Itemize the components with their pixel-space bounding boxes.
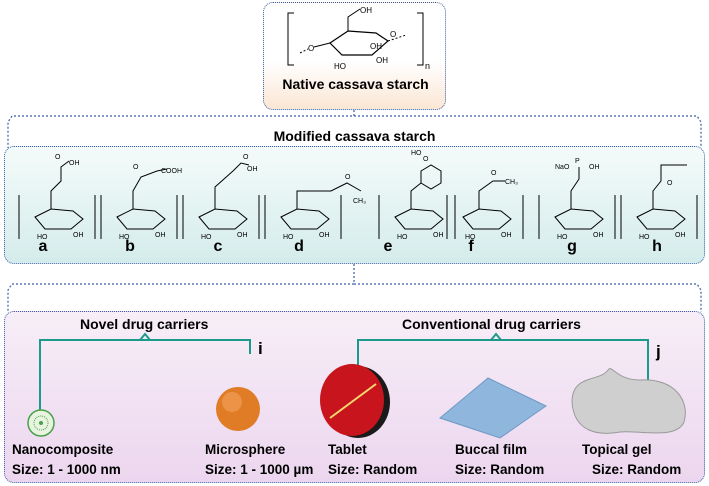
microsphere-image: [216, 387, 260, 431]
tablet-image: [320, 364, 390, 438]
svg-text:HO: HO: [119, 234, 130, 241]
nanocomposite-name: Nanocomposite: [12, 442, 114, 457]
ho-label: HO: [334, 62, 346, 71]
svg-text:OH: OH: [69, 160, 80, 167]
svg-text:O: O: [243, 154, 249, 161]
svg-text:HO: HO: [397, 234, 408, 241]
svg-text:HO: HO: [37, 234, 48, 241]
svg-text:OH: OH: [593, 232, 604, 239]
svg-text:CH₃: CH₃: [353, 198, 366, 205]
oh-label: OH: [370, 42, 382, 51]
label-f: f: [468, 238, 474, 255]
svg-text:OH: OH: [675, 232, 686, 239]
svg-text:OH: OH: [589, 164, 600, 171]
svg-text:HO: HO: [639, 234, 650, 241]
svg-text:HO: HO: [465, 234, 476, 241]
svg-text:HO: HO: [411, 150, 422, 157]
label-e: e: [383, 238, 393, 255]
svg-text:OH: OH: [501, 232, 512, 239]
n-label: n: [425, 61, 430, 71]
svg-text:O: O: [491, 170, 497, 177]
tag-j: j: [656, 342, 661, 361]
carriers-graphics: [27, 332, 686, 439]
middle-connector: [7, 264, 702, 312]
tag-i: i: [258, 339, 263, 358]
buccal-film-name: Buccal film: [455, 442, 528, 457]
microsphere-size: Size: 1 - 1000 µm: [205, 462, 314, 477]
oh-label: OH: [376, 56, 388, 65]
buccal-film-image: [438, 377, 547, 439]
svg-text:COOH: COOH: [161, 168, 182, 175]
label-h: h: [652, 238, 662, 255]
structure-h: O HO OH: [620, 164, 698, 241]
label-d: d: [294, 238, 304, 255]
modified-starch-title: Modified cassava starch: [273, 128, 436, 144]
top-connector: [7, 110, 702, 148]
svg-text:OH: OH: [433, 232, 444, 239]
svg-text:O: O: [423, 156, 429, 163]
topical-gel-image: [571, 368, 686, 434]
svg-text:OH: OH: [155, 232, 166, 239]
svg-text:P: P: [575, 158, 580, 165]
structure-c: O OH HO OH: [182, 154, 260, 241]
structure-g: NaO P OH HO OH: [538, 158, 616, 241]
svg-text:OH: OH: [247, 166, 258, 173]
conventional-carriers-title: Conventional drug carriers: [402, 316, 581, 332]
svg-text:O: O: [667, 180, 673, 187]
topical-gel-name: Topical gel: [582, 442, 652, 457]
topical-gel-size: Size: Random: [592, 462, 682, 477]
svg-text:OH: OH: [73, 232, 84, 239]
tablet-size: Size: Random: [328, 462, 418, 477]
svg-text:HO: HO: [557, 234, 568, 241]
svg-text:O: O: [345, 174, 351, 181]
svg-text:O: O: [308, 44, 314, 53]
oh-label: OH: [360, 6, 372, 15]
svg-text:CH₃: CH₃: [505, 179, 518, 186]
tablet-name: Tablet: [328, 442, 367, 457]
svg-text:HO: HO: [283, 234, 294, 241]
novel-carriers-title: Novel drug carriers: [80, 316, 209, 332]
svg-text:O: O: [390, 30, 396, 39]
svg-text:O: O: [55, 154, 61, 161]
svg-text:O: O: [133, 164, 139, 171]
buccal-film-size: Size: Random: [455, 462, 545, 477]
svg-text:NaO: NaO: [555, 164, 570, 171]
structure-a: OH O HO OH: [18, 154, 96, 241]
structure-f: O CH₃ HO OH: [446, 170, 524, 241]
label-c: c: [213, 238, 223, 255]
nanocomposite-image: [27, 409, 55, 437]
native-starch-box: OH O O OH HO OH n Native cassava starch: [263, 2, 446, 110]
label-b: b: [125, 238, 135, 255]
svg-text:HO: HO: [201, 234, 212, 241]
structure-d: O CH₃ HO OH: [264, 174, 366, 241]
label-g: g: [567, 238, 577, 255]
microsphere-name: Microsphere: [205, 442, 286, 457]
svg-text:OH: OH: [319, 232, 330, 239]
label-a: a: [38, 238, 48, 255]
structure-b: COOH O HO OH: [100, 164, 182, 241]
native-starch-structure: OH O O OH HO OH n: [287, 6, 430, 71]
nanocomposite-size: Size: 1 - 1000 nm: [12, 462, 121, 477]
native-starch-label: Native cassava starch: [282, 76, 429, 92]
svg-text:OH: OH: [237, 232, 248, 239]
